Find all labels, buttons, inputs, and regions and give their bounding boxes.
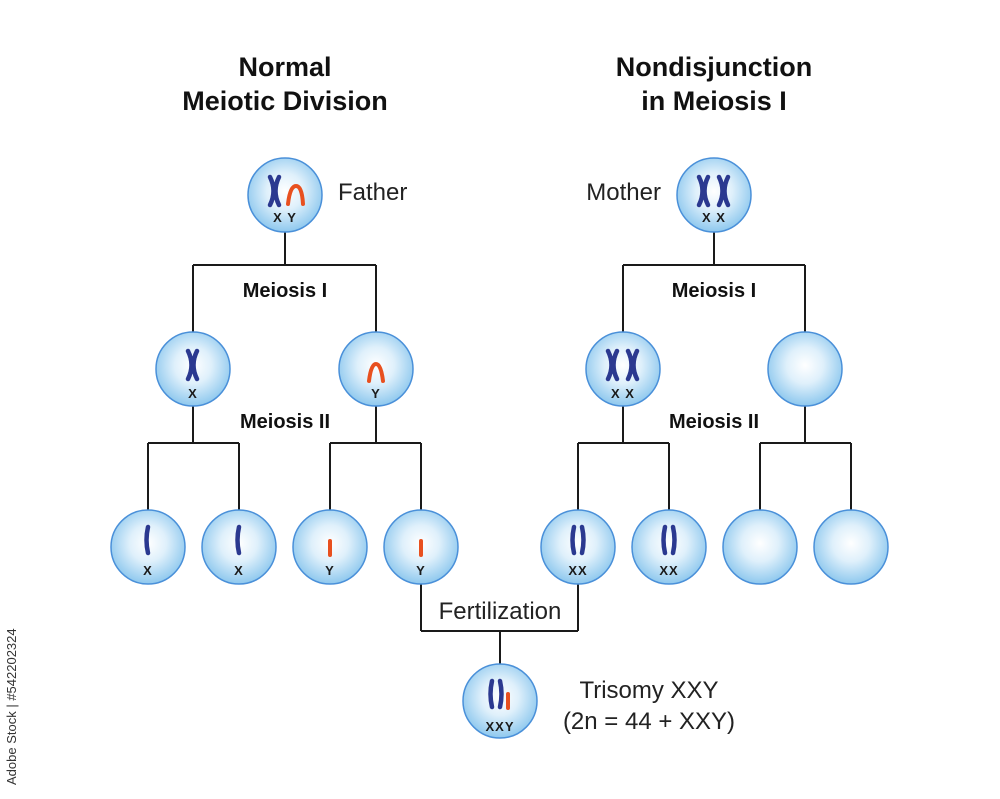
mother-label: Mother (586, 179, 661, 206)
gamete-x-cell-2: X (201, 509, 277, 585)
father-tree-lines (147, 232, 422, 510)
mother-cell: X X (676, 157, 752, 233)
meiosis-1-label-right: Meiosis I (672, 280, 756, 302)
father-y-cell: Y (338, 331, 414, 407)
gamete-xx-cell-2: XX (631, 509, 707, 585)
title-right-line2: in Meiosis I (641, 86, 787, 116)
x-chromosome-icon (267, 174, 282, 208)
gamete-empty-cell-1 (722, 509, 798, 585)
gamete-x-cell-1-label: X (143, 563, 153, 578)
mother-tree-lines (577, 232, 852, 510)
father-x-cell: X (155, 331, 231, 407)
meiosis-2-label-left: Meiosis II (240, 411, 330, 433)
xx-chromatid-icon (488, 678, 504, 710)
x-chromosome-icon (605, 348, 640, 382)
mother-cell-label: X X (702, 210, 726, 225)
xx-chromatid-icon (661, 524, 677, 556)
fertilization-label: Fertilization (439, 598, 562, 625)
gamete-xx-cell-2-label: XX (659, 563, 678, 578)
gamete-x-cell-1: X (110, 509, 186, 585)
result-label-line2: (2n = 44 + XXY) (563, 708, 735, 735)
gamete-y-cell-1-label: Y (325, 563, 335, 578)
xx-chromatid-icon (570, 524, 586, 556)
y-chromosome-icon (286, 183, 305, 206)
y-chromosome-icon (367, 361, 385, 383)
title-right-line1: Nondisjunction (616, 52, 812, 82)
x-chromatid-icon (235, 524, 242, 556)
fertilization-lines (420, 584, 579, 665)
mother-xx-cell-label: X X (611, 386, 635, 401)
father-label: Father (338, 179, 407, 206)
gamete-xx-cell-1: XX (540, 509, 616, 585)
title-left-line1: Normal (238, 52, 331, 82)
mother-empty-cell (767, 331, 843, 407)
zygote-cell-label: XXY (485, 719, 514, 734)
gamete-x-cell-2-label: X (234, 563, 244, 578)
gamete-y-cell-2-label: Y (416, 563, 426, 578)
title-left-line2: Meiotic Division (182, 86, 388, 116)
stock-watermark: Adobe Stock | #542202324 (4, 628, 19, 785)
x-chromosome-icon (185, 348, 200, 382)
father-y-cell-label: Y (371, 386, 381, 401)
mother-xx-cell: X X (585, 331, 661, 407)
gamete-y-cell-2: Y (383, 509, 459, 585)
father-x-cell-label: X (188, 386, 198, 401)
meiosis-1-label-left: Meiosis I (243, 280, 327, 302)
father-cell: X Y (247, 157, 323, 233)
result-label-line1: Trisomy XXY (579, 677, 718, 704)
gamete-xx-cell-1-label: XX (568, 563, 587, 578)
gamete-empty-cell-2 (813, 509, 889, 585)
zygote-cell: XXY (462, 663, 538, 739)
father-cell-label: X Y (273, 210, 297, 225)
meiosis-2-label-right: Meiosis II (669, 411, 759, 433)
x-chromatid-icon (144, 524, 151, 556)
gamete-y-cell-1: Y (292, 509, 368, 585)
x-chromosome-icon (696, 174, 731, 208)
